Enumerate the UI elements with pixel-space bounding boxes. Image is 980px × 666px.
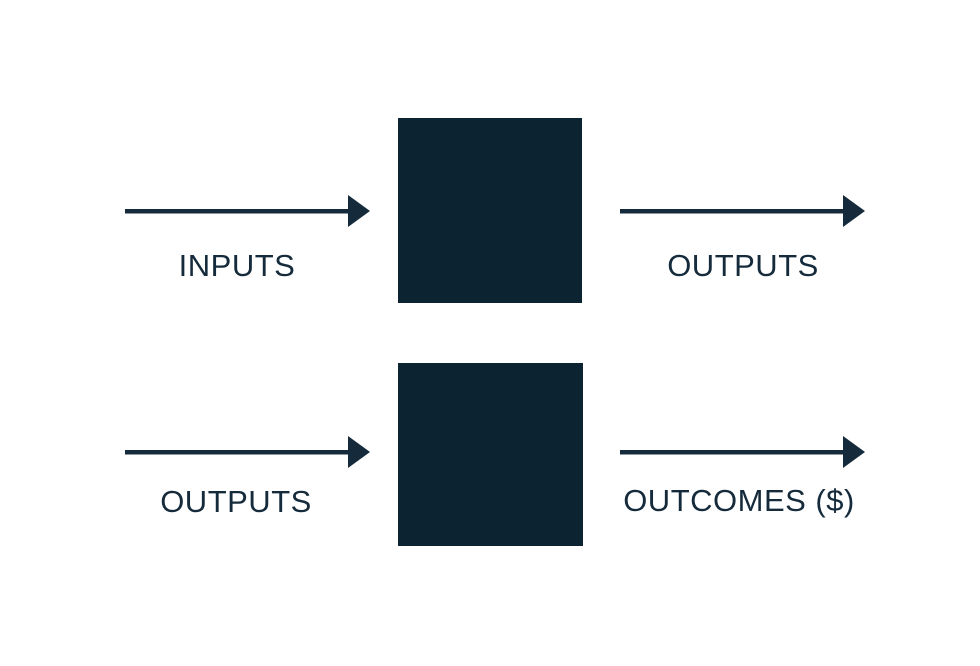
arrow-head [843,195,865,227]
black-box-bottom [398,363,583,546]
right-arrow-icon [620,195,865,227]
arrow-shaft [620,450,846,455]
black-box-top [398,118,582,303]
arrow-shaft [125,450,351,455]
outcomes-label: OUTCOMES ($) [623,483,855,518]
arrow-shaft [620,209,846,214]
right-arrow-icon [125,436,370,468]
inputs-label: INPUTS [178,248,296,283]
arrow-head [843,436,865,468]
right-arrow-icon [125,195,370,227]
arrow-head [348,195,370,227]
outputs-label-top: OUTPUTS [667,248,819,283]
right-arrow-icon [620,436,865,468]
arrow-head [348,436,370,468]
arrow-shaft [125,209,351,214]
outputs-label-bottom: OUTPUTS [160,484,312,519]
